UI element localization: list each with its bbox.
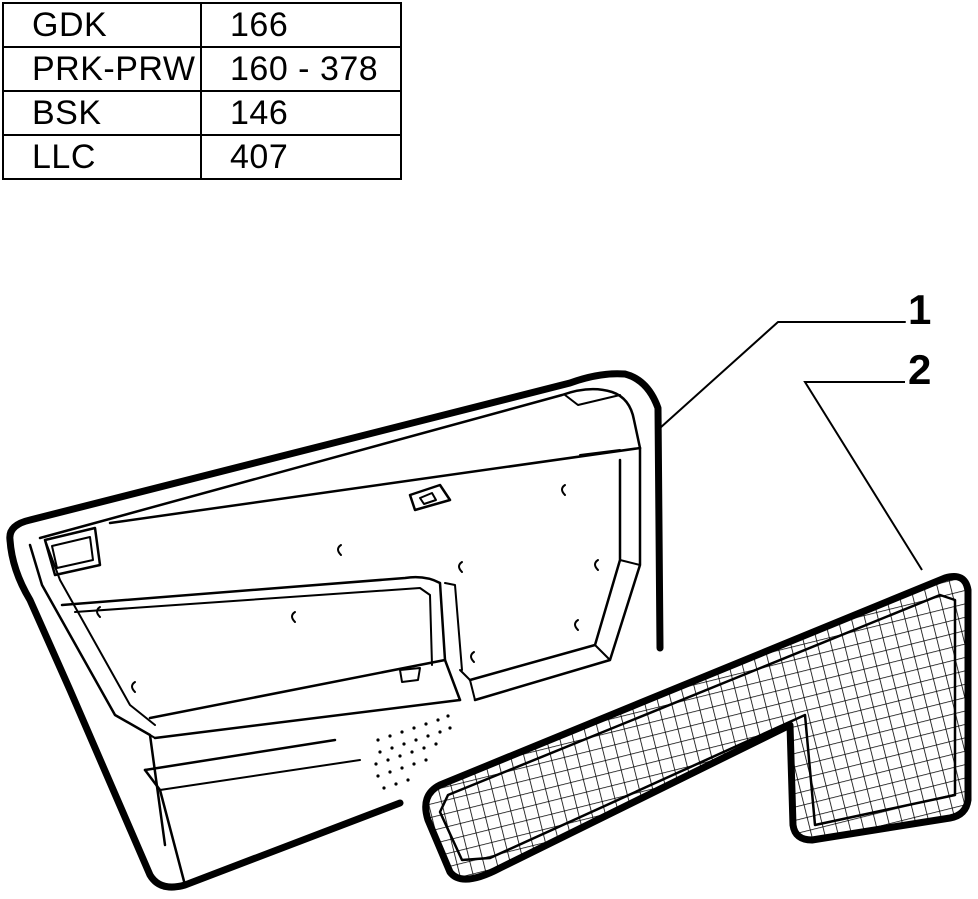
table-row: BSK 146 [2,90,402,136]
reference-value-cell: 146 [200,90,402,136]
reference-value-cell: 160 - 378 [200,46,402,92]
insulation-mesh-panel [422,381,972,883]
callout-1-label: 1 [908,286,931,333]
model-code-cell: GDK [2,2,202,48]
callout-2-label: 2 [908,346,931,393]
model-reference-table: GDK 166 PRK-PRW 160 - 378 BSK 146 LLC 40… [2,2,402,180]
model-code-cell: PRK-PRW [2,46,202,92]
table-row: LLC 407 [2,134,402,180]
model-code-cell: LLC [2,134,202,180]
speaker-grille-dots [374,714,452,790]
door-trim-panel [6,321,906,891]
table-row: PRK-PRW 160 - 378 [2,46,402,92]
reference-value-cell: 166 [200,2,402,48]
table-row: GDK 166 [2,2,402,48]
model-code-cell: BSK [2,90,202,136]
reference-value-cell: 407 [200,134,402,180]
